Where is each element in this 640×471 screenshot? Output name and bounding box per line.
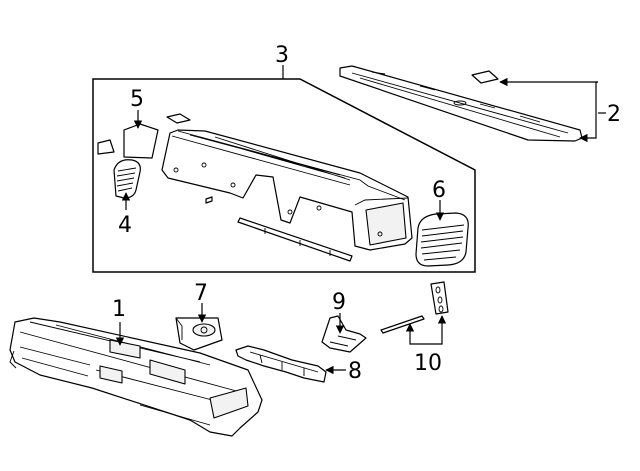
console-housing-part	[161, 129, 413, 251]
callout-10: 10	[414, 351, 442, 376]
side-panel-part	[123, 123, 159, 159]
callout-4: 4	[118, 213, 132, 238]
trim-rod-part	[380, 315, 425, 334]
floor-panel-bracket-part	[471, 70, 499, 84]
callout-2: 2	[607, 102, 621, 127]
bracket-part	[321, 315, 367, 353]
callout-6: 6	[432, 178, 446, 203]
rear-grille-part	[415, 212, 469, 267]
housing-rail-part	[237, 217, 353, 262]
group-frame	[92, 65, 476, 273]
callout-5: 5	[130, 87, 144, 112]
trim-bracket-part	[430, 281, 449, 315]
duct-part	[235, 345, 327, 383]
blower-motor-part	[175, 317, 223, 351]
floor-panel-part	[339, 65, 583, 142]
callout-3: 3	[275, 43, 289, 68]
floor-tray-part	[9, 317, 263, 437]
housing-clip-part	[166, 113, 213, 204]
callout-7: 7	[194, 281, 208, 306]
callout-8: 8	[348, 359, 362, 384]
callout-1: 1	[112, 297, 126, 322]
leader-lines	[115, 77, 606, 375]
side-trim-part	[97, 139, 115, 155]
vent-grille-part	[113, 159, 141, 199]
callout-9: 9	[332, 290, 346, 315]
